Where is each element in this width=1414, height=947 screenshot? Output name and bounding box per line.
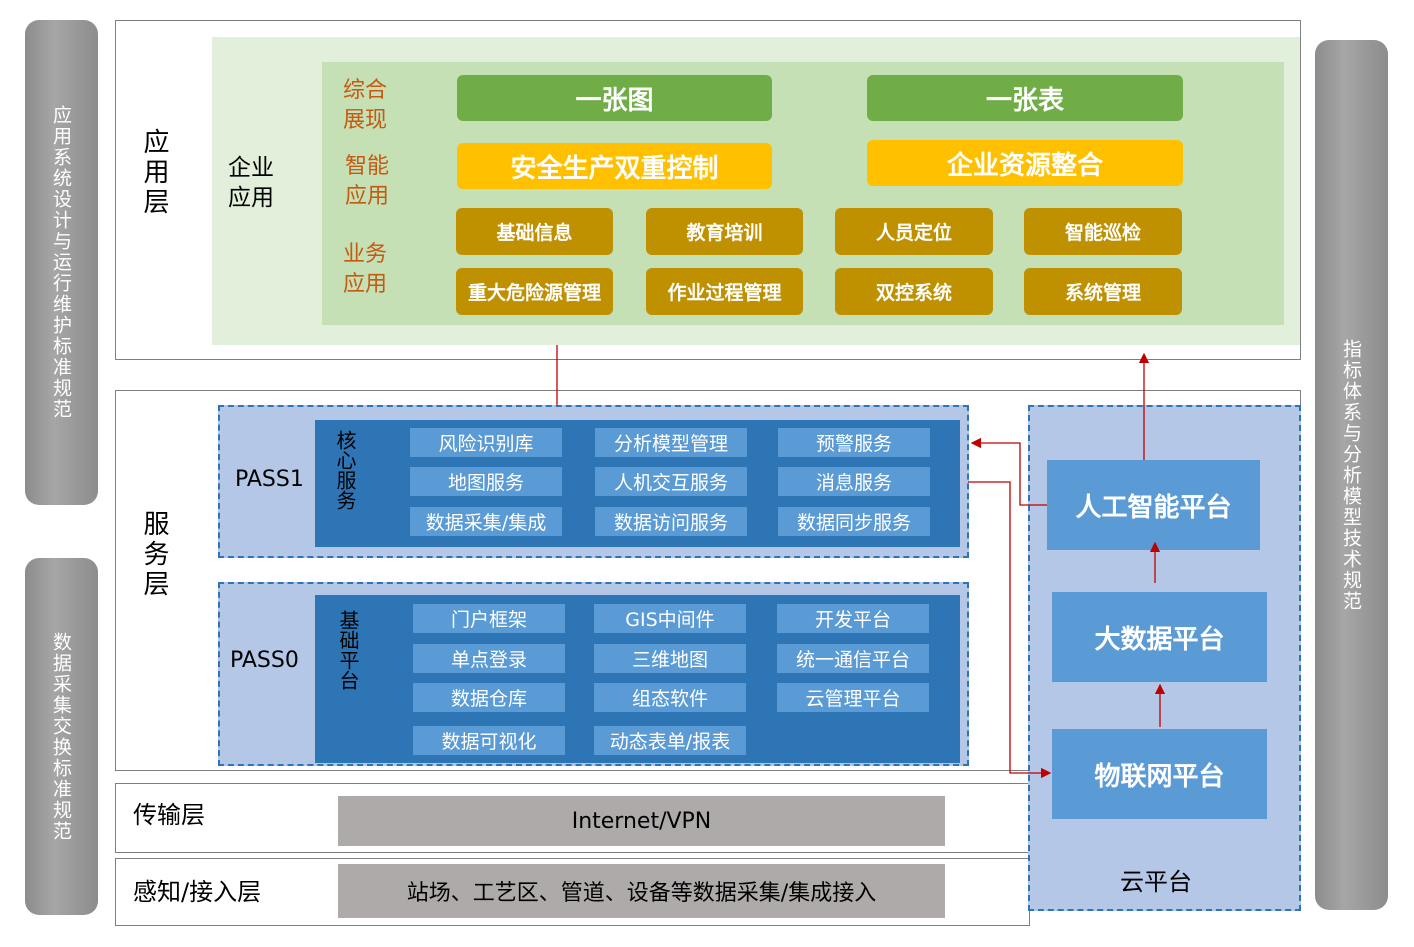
left-standard-bar-data: 数据采集交换标准规范 [25,558,98,915]
service-item[interactable]: 分析模型管理 [595,428,747,457]
service-item[interactable]: 数据仓库 [413,683,565,712]
service-item[interactable]: 动态表单/报表 [594,726,746,755]
ai-platform[interactable]: 人工智能平台 [1047,460,1260,550]
category-smart: 智能应用 [345,154,390,209]
core-services-label: 核心服务 [333,430,357,510]
pass1-label: PASS1 [235,467,304,492]
service-item[interactable]: 数据可视化 [413,726,565,755]
safety-dual-control-box[interactable]: 安全生产双重控制 [457,143,772,189]
service-item[interactable]: 数据采集/集成 [410,507,562,536]
one-map-box[interactable]: 一张图 [457,75,772,121]
service-item[interactable]: 云管理平台 [777,683,929,712]
service-item[interactable]: GIS中间件 [594,604,746,633]
iot-platform[interactable]: 物联网平台 [1052,729,1267,819]
service-item[interactable]: 数据同步服务 [778,507,930,536]
application-layer-label: 应用层 [139,128,169,218]
service-item[interactable]: 组态软件 [594,683,746,712]
business-app-box[interactable]: 系统管理 [1024,268,1182,315]
base-platform-label: 基础平台 [336,610,360,690]
service-item[interactable]: 数据访问服务 [595,507,747,536]
business-app-box[interactable]: 作业过程管理 [646,268,803,315]
category-business: 业务应用 [343,242,388,297]
business-app-box[interactable]: 教育培训 [646,208,803,255]
service-item[interactable]: 单点登录 [413,644,565,673]
category-display: 综合展现 [343,78,388,133]
service-item[interactable]: 开发平台 [777,604,929,633]
service-item[interactable]: 人机交互服务 [595,467,747,496]
right-standard-bar: 指标体系与分析模型技术规范 [1315,40,1388,910]
data-access-bar: 站场、工艺区、管道、设备等数据采集/集成接入 [338,864,945,918]
cloud-platform-label: 云平台 [1120,868,1192,896]
pass0-label: PASS0 [230,648,299,673]
resource-integration-box[interactable]: 企业资源整合 [867,140,1183,186]
service-item[interactable]: 风险识别库 [410,428,562,457]
one-table-box[interactable]: 一张表 [867,75,1183,121]
transport-layer-label: 传输层 [133,801,205,829]
service-item[interactable]: 消息服务 [778,467,930,496]
big-data-platform[interactable]: 大数据平台 [1052,592,1267,682]
business-app-box[interactable]: 智能巡检 [1024,208,1182,255]
enterprise-app-label: 企业应用 [228,155,274,211]
service-item[interactable]: 统一通信平台 [777,644,929,673]
service-item[interactable]: 门户框架 [413,604,565,633]
internet-vpn-bar: Internet/VPN [338,796,945,846]
service-layer-label: 服务层 [139,510,169,600]
service-item[interactable]: 地图服务 [410,467,562,496]
business-app-box[interactable]: 基础信息 [456,208,613,255]
business-app-box[interactable]: 双控系统 [835,268,993,315]
sensing-layer-label: 感知/接入层 [133,878,262,906]
pass1-to-iot-arrow [968,481,1052,779]
ai-to-pass1-arrow [970,437,1047,506]
business-app-box[interactable]: 人员定位 [835,208,993,255]
service-item[interactable]: 三维地图 [594,644,746,673]
business-app-box[interactable]: 重大危险源管理 [456,268,613,315]
service-item[interactable]: 预警服务 [778,428,930,457]
left-standard-bar-app: 应用系统设计与运行维护标准规范 [25,20,98,505]
